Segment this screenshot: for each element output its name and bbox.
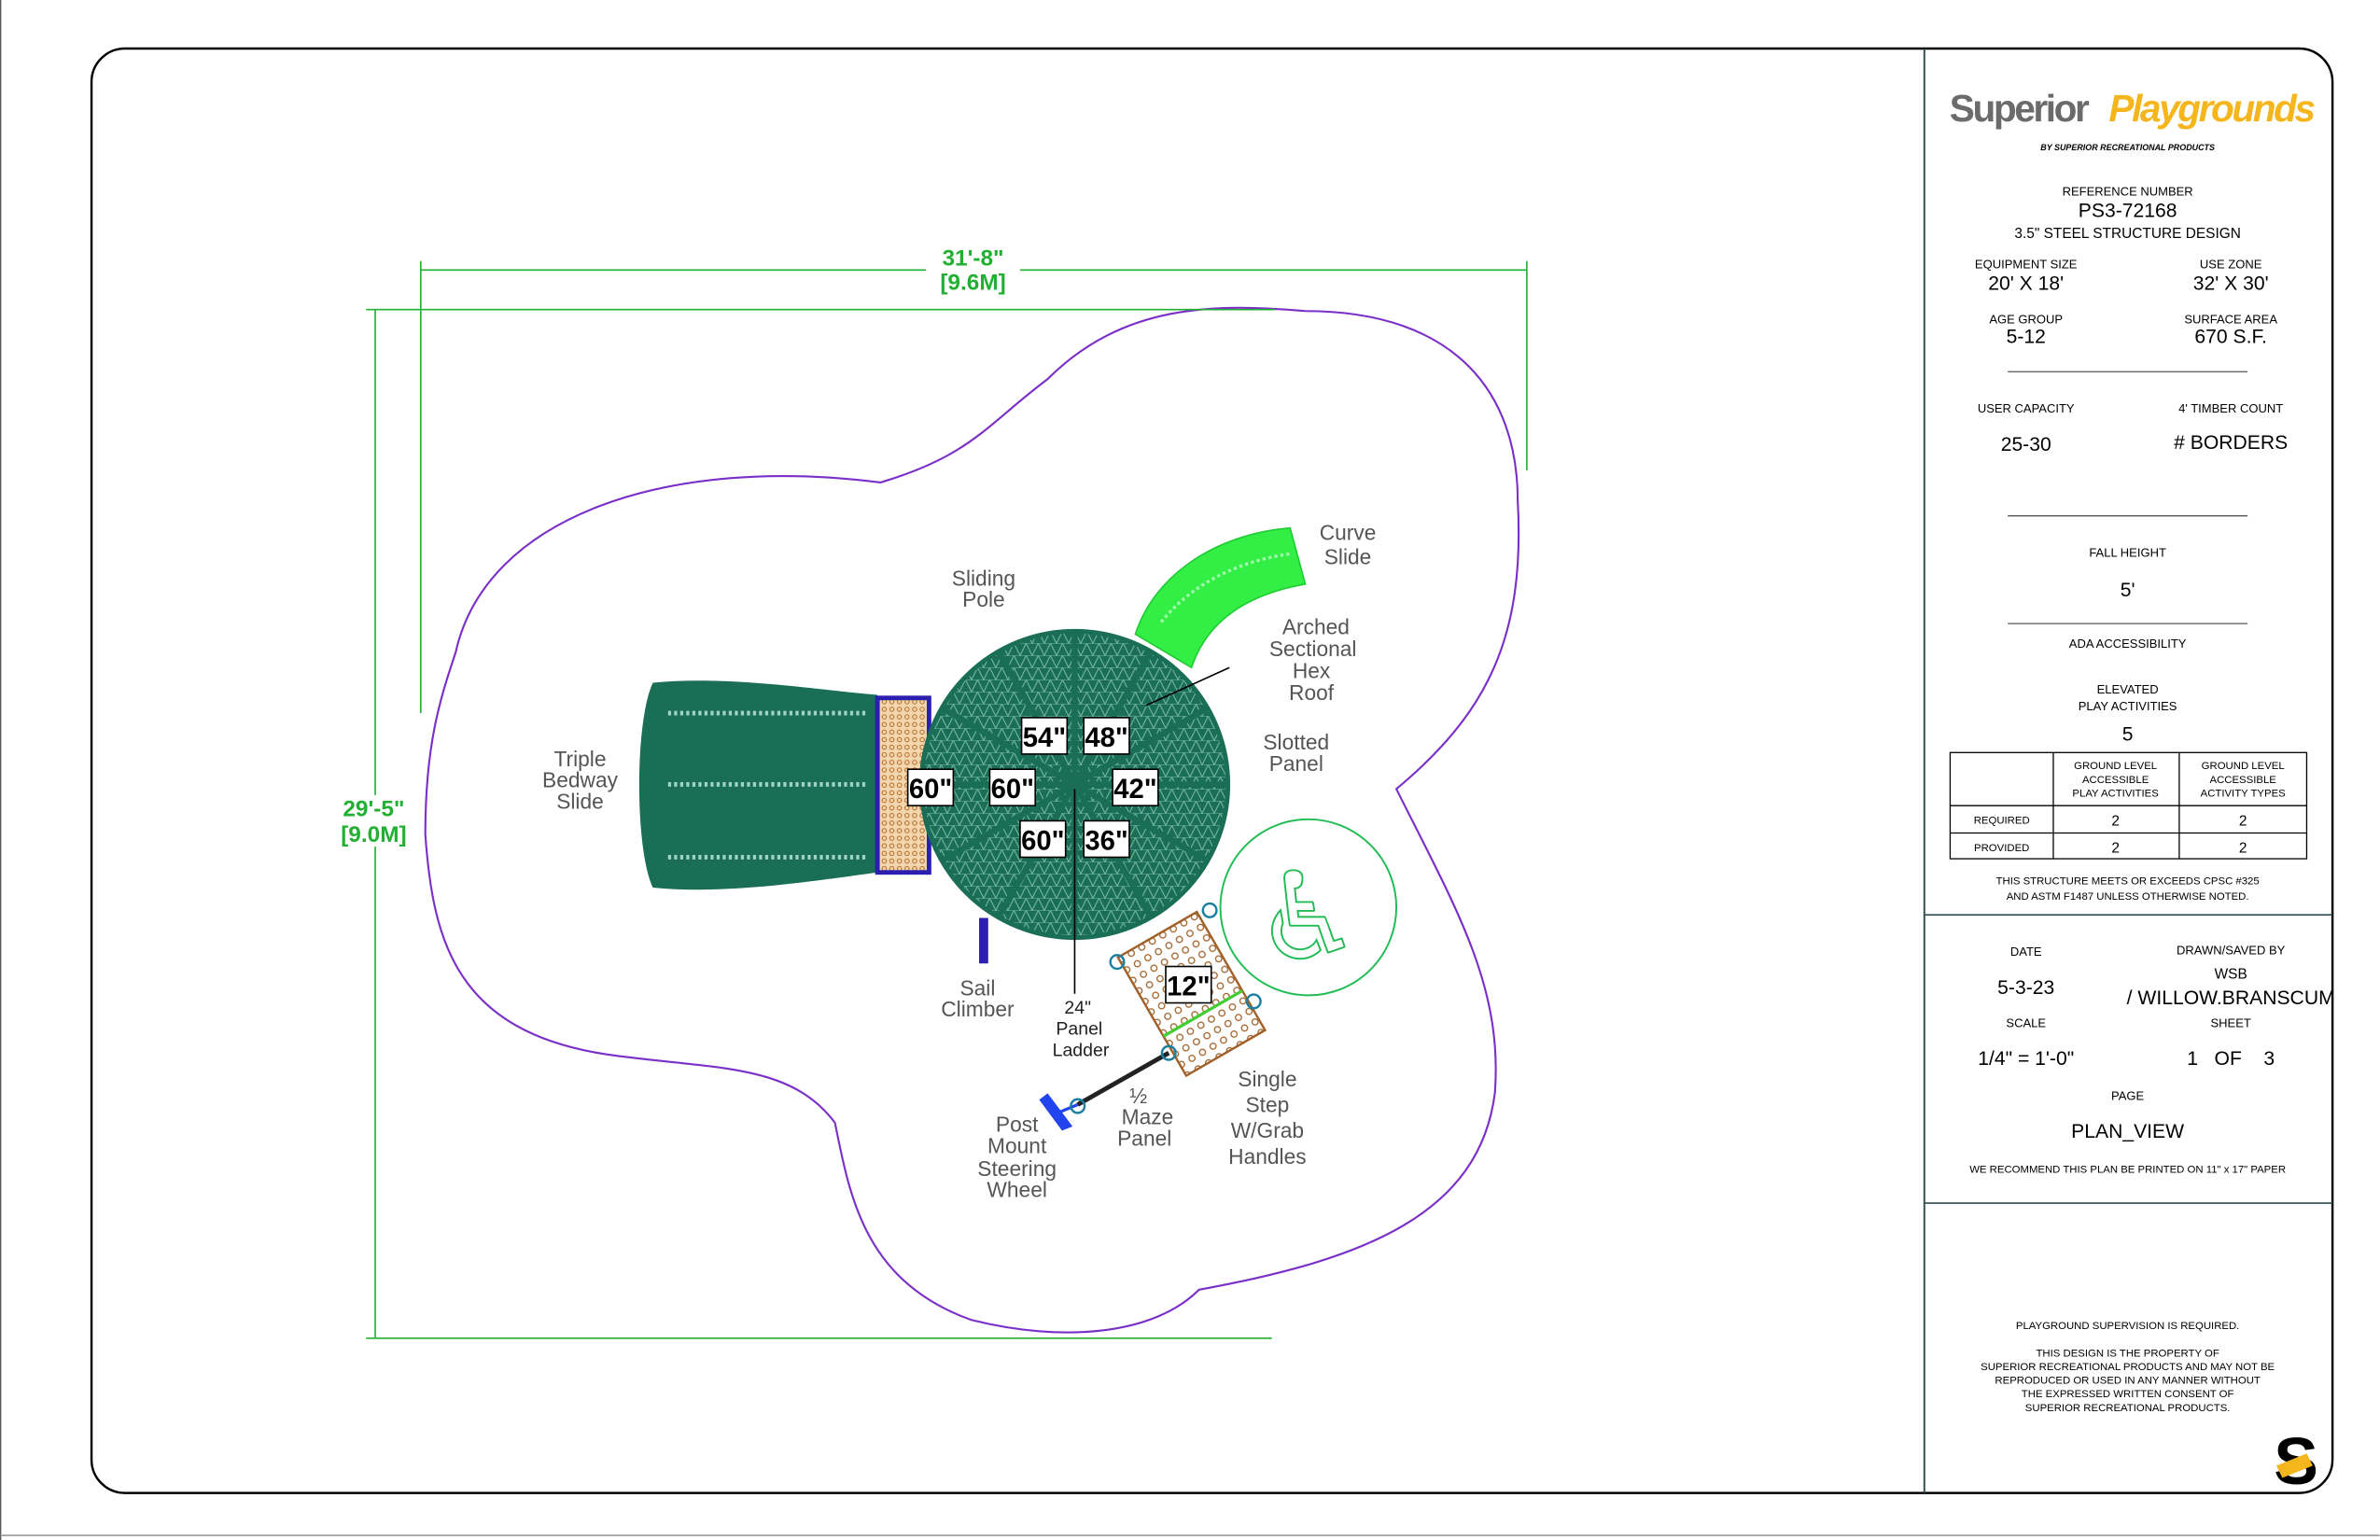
height-dimension: 29'-5" [9.0M] [330,308,1276,1339]
elevated-label: ELEVATED [2097,682,2159,696]
deck-height: 48" [1085,723,1127,753]
svg-text:THIS DESIGN IS THE PROPERTY OF: THIS DESIGN IS THE PROPERTY OF [2036,1348,2219,1359]
use-zone-label: USE ZONE [2200,258,2262,272]
svg-text:♿: ♿ [1254,846,1364,987]
height-feet: 29'-5" [343,797,404,822]
equipment-size: 20' X 18' [1988,273,2064,294]
svg-text:2: 2 [2239,841,2247,857]
width-feet: 31'-8" [942,245,1003,271]
ada-label: ADA ACCESSIBILITY [2069,637,2187,651]
fall-height-label: FALL HEIGHT [2089,546,2166,560]
surface-area: 670 S.F. [2194,326,2267,347]
deck-height: 54" [1023,723,1066,753]
svg-text:THE EXPRESSED WRITTEN CONSENT: THE EXPRESSED WRITTEN CONSENT OF [2022,1389,2234,1400]
svg-text:REPRODUCED OR USED IN ANY MANN: REPRODUCED OR USED IN ANY MANNER WITHOUT [1995,1376,2260,1387]
sail-climber-post [979,917,988,964]
age-group: 5-12 [2007,326,2046,347]
width-dimension: 31'-8" [9.6M] [420,245,1528,714]
title-block: Superior Playgrounds BY SUPERIOR RECREAT… [1924,87,2335,1499]
reference-label: REFERENCE NUMBER [2063,185,2193,199]
use-zone-outline [424,306,1520,1334]
scale-label: SCALE [2006,1016,2046,1030]
use-zone: 32' X 30' [2193,273,2269,294]
svg-text:Playgrounds: Playgrounds [2108,87,2315,130]
deck-height-labels: 54" 48" 60" 60" 42" 60" 36" 12" [906,717,1212,1004]
maze-panel [1076,1051,1170,1107]
sheet-number: 1 OF 3 [2187,1048,2275,1070]
deck-height: 42" [1113,775,1156,805]
steering-wheel-icon [1039,1093,1079,1131]
svg-text:2: 2 [2111,841,2120,857]
hex-roof [918,628,1231,941]
deck-height: 36" [1085,826,1127,856]
triple-bedway-slide [638,680,878,890]
scale: 1/4" = 1'-0" [1978,1048,2074,1070]
curve-slide [1134,526,1307,669]
accessibility-icon: ♿ [1219,818,1398,997]
svg-text:Superior: Superior [1950,87,2090,130]
svg-text:SUPERIOR RECREATIONAL PRODUCTS: SUPERIOR RECREATIONAL PRODUCTS. [2025,1403,2231,1414]
page-label: PAGE [2111,1089,2144,1103]
timber-count-label: 4' TIMBER COUNT [2178,401,2283,415]
sheet-border [90,47,2334,1494]
date-label: DATE [2010,945,2042,959]
elevated-label-2: PLAY ACTIVITIES [2079,699,2177,713]
s-logo-icon: S [2274,1424,2318,1499]
compliance-note-2: AND ASTM F1487 UNLESS OTHERWISE NOTED. [2007,891,2249,903]
svg-text:SUPERIOR RECREATIONAL PRODUCTS: SUPERIOR RECREATIONAL PRODUCTS AND MAY N… [1981,1362,2275,1373]
drawn-by-initials: WSB [2215,967,2247,983]
svg-text:2: 2 [2111,813,2120,829]
print-note: WE RECOMMEND THIS PLAN BE PRINTED ON 11"… [1969,1165,2286,1176]
width-meters: [9.6M] [940,270,1005,295]
deck-height: 60" [909,775,952,805]
company-logo: Superior Playgrounds BY SUPERIOR RECREAT… [1950,87,2317,152]
page-name: PLAN_VIEW [2071,1121,2184,1142]
deck [875,695,931,875]
compliance-note: THIS STRUCTURE MEETS OR EXCEEDS CPSC #32… [1996,876,2260,888]
drawn-by-name: / WILLOW.BRANSCUM [2127,987,2335,1009]
svg-text:BY SUPERIOR RECREATIONAL PRODU: BY SUPERIOR RECREATIONAL PRODUCTS [2040,143,2215,152]
date: 5-3-23 [1997,977,2054,999]
deck-height: 60" [1021,826,1064,856]
fall-height: 5' [2121,580,2135,601]
property-notice: THIS DESIGN IS THE PROPERTY OF SUPERIOR … [1981,1348,2275,1414]
drawn-by-label: DRAWN/SAVED BY [2177,944,2286,958]
sheet-label: SHEET [2211,1016,2251,1030]
row-label: REQUIRED [1974,816,2030,827]
elevated-count: 5 [2122,723,2134,745]
row-label: PROVIDED [1974,843,2029,854]
user-capacity-label: USER CAPACITY [1978,401,2075,415]
user-capacity: 25-30 [2001,434,2051,455]
supervision-note: PLAYGROUND SUPERVISION IS REQUIRED. [2016,1321,2239,1332]
design-type: 3.5" STEEL STRUCTURE DESIGN [2014,226,2241,242]
reference-number: PS3-72168 [2079,200,2177,221]
svg-text:2: 2 [2239,813,2247,829]
height-meters: [9.0M] [341,822,406,847]
equipment-size-label: EQUIPMENT SIZE [1975,258,2078,272]
timber-count: # BORDERS [2174,432,2288,454]
age-group-label: AGE GROUP [1989,312,2063,326]
surface-area-label: SURFACE AREA [2184,312,2277,326]
deck-height: 60" [991,775,1034,805]
deck-height: 12" [1167,972,1210,1001]
